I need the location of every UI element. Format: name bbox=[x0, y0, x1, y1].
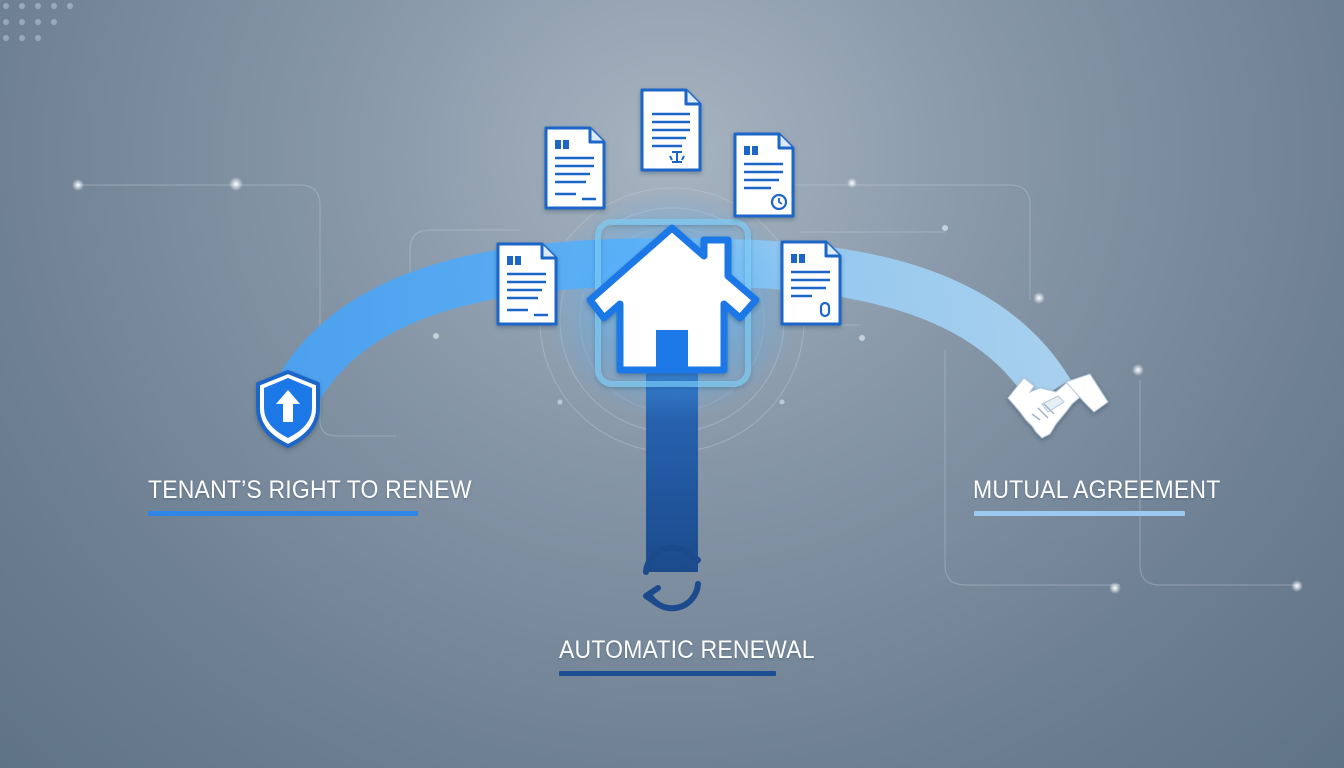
document-icon-mid-right bbox=[780, 240, 842, 326]
document-icon-top-center bbox=[640, 88, 702, 172]
underline-tenants-right-to-renew bbox=[148, 511, 418, 516]
document-icon-top-right bbox=[733, 132, 795, 218]
label-automatic-renewal: AUTOMATIC RENEWAL bbox=[559, 636, 815, 664]
label-mutual-agreement: MUTUAL AGREEMENT bbox=[973, 476, 1221, 504]
shield-arrow-up-icon bbox=[256, 370, 320, 448]
document-icon-top-left bbox=[544, 126, 606, 210]
document-icon-mid-left bbox=[496, 242, 558, 326]
house-icon bbox=[586, 219, 760, 387]
underline-automatic-renewal bbox=[559, 671, 776, 676]
label-tenants-right-to-renew: TENANT’S RIGHT TO RENEW bbox=[148, 476, 472, 504]
handshake-icon bbox=[1007, 373, 1109, 439]
corner-dot-pattern bbox=[3, 3, 73, 41]
renewal-cycle-icon bbox=[643, 544, 701, 612]
underline-mutual-agreement bbox=[974, 511, 1185, 516]
background-sparkles bbox=[72, 177, 1303, 594]
